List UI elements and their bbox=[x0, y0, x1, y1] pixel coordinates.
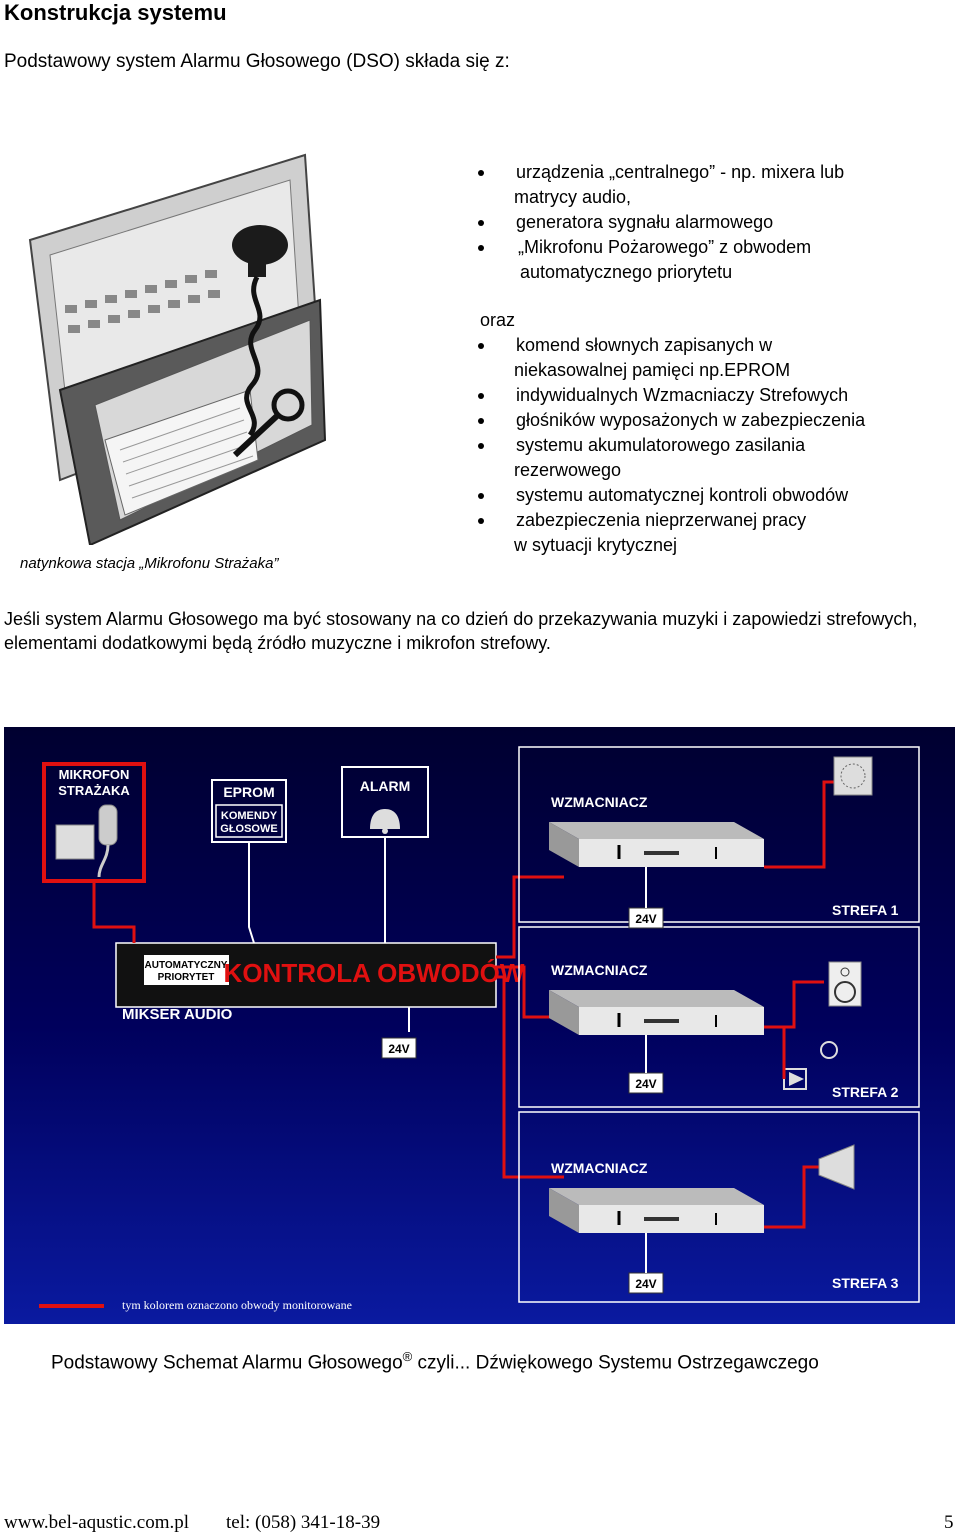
list-item: generatora sygnału alarmowego bbox=[516, 212, 774, 232]
list-item: matrycy audio, bbox=[514, 187, 632, 207]
list-item: niekasowalnej pamięci np.EPROM bbox=[514, 360, 791, 380]
microphone-icon bbox=[55, 804, 118, 878]
eprom-sub-1: KOMENDY bbox=[221, 810, 278, 822]
page-number: 5 bbox=[944, 1512, 954, 1533]
svg-text:24V: 24V bbox=[635, 1277, 656, 1291]
zone-3-label: STREFA 3 bbox=[832, 1275, 899, 1291]
battery-icon-zone-3: 24V bbox=[628, 1272, 664, 1294]
footer-url[interactable]: www.bel-aqustic.com.pl bbox=[4, 1512, 190, 1533]
horn-speaker-icon bbox=[818, 1144, 855, 1190]
list-item: zabezpieczenia nieprzerwanej pracy bbox=[516, 510, 807, 530]
svg-text:24V: 24V bbox=[388, 1042, 409, 1056]
list-item: komend słownych zapisanych w bbox=[516, 335, 773, 355]
figure-caption: Podstawowy Schemat Alarmu Głosowego® czy… bbox=[51, 1349, 819, 1374]
figure-caption-rest: czyli... Dźwiękowego Systemu Ostrzegawcz… bbox=[412, 1352, 819, 1374]
legend-text: tym kolorem oznaczono obwody monitorowan… bbox=[122, 1298, 352, 1312]
bullet-icon bbox=[478, 443, 484, 449]
eprom-label: EPROM bbox=[223, 784, 274, 800]
list-item: systemu akumulatorowego zasilania bbox=[516, 435, 806, 455]
list-item: głośników wyposażonych w zabezpieczenia bbox=[516, 410, 866, 430]
amp-label-2: WZMACNIACZ bbox=[551, 962, 648, 978]
bullet-icon bbox=[478, 343, 484, 349]
component-list: urządzenia „centralnego” - np. mixera lu… bbox=[0, 160, 960, 580]
mic-label-2: STRAŻAKA bbox=[58, 783, 130, 798]
bullet-icon bbox=[478, 493, 484, 499]
figure-caption-main: Podstawowy Schemat Alarmu Głosowego bbox=[51, 1352, 403, 1374]
zone-2-label: STREFA 2 bbox=[832, 1084, 899, 1100]
priority-label-1: AUTOMATYCZNY bbox=[145, 960, 228, 971]
list-item: automatycznego priorytetu bbox=[520, 262, 733, 282]
system-diagram: MIKROFON STRAŻAKA EPROM KOMENDY GŁOSOWE … bbox=[4, 727, 955, 1324]
intro-text: Podstawowy system Alarmu Głosowego (DSO)… bbox=[4, 51, 510, 72]
diagram-background bbox=[4, 727, 955, 1324]
list-item: urządzenia „centralnego” - np. mixera lu… bbox=[516, 162, 845, 182]
list-item: systemu automatycznej kontroli obwodów bbox=[516, 485, 849, 505]
box-speaker-icon bbox=[828, 961, 862, 1007]
bullet-icon bbox=[478, 518, 484, 524]
amp-label-3: WZMACNIACZ bbox=[551, 1160, 648, 1176]
bullet-icon bbox=[478, 220, 484, 226]
bell-icon bbox=[370, 809, 400, 834]
list-item: w sytuacji krytycznej bbox=[514, 535, 678, 555]
bullet-icon bbox=[478, 418, 484, 424]
zone-1-label: STREFA 1 bbox=[832, 902, 899, 918]
page-title: Konstrukcja systemu bbox=[4, 0, 227, 25]
amp-label-1: WZMACNIACZ bbox=[551, 794, 648, 810]
priority-label-2: PRIORYTET bbox=[158, 972, 215, 983]
list-item: oraz bbox=[480, 310, 516, 330]
control-label: KONTROLA OBWODÓW bbox=[224, 958, 525, 988]
amplifier-1 bbox=[549, 822, 764, 867]
mixer-label: MIKSER AUDIO bbox=[122, 1006, 233, 1023]
list-item: „Mikrofonu Pożarowego” z obwodem bbox=[518, 237, 812, 257]
bullet-icon bbox=[478, 245, 484, 251]
alarm-label: ALARM bbox=[360, 778, 411, 794]
battery-icon-zone-2: 24V bbox=[628, 1072, 664, 1094]
mic-label-1: MIKROFON bbox=[59, 767, 130, 782]
battery-icon-mixer: 24V bbox=[381, 1037, 417, 1059]
microphone-station-photo bbox=[20, 150, 330, 547]
list-item: indywidualnych Wzmacniaczy Strefowych bbox=[516, 385, 849, 405]
battery-icon-zone-1: 24V bbox=[628, 907, 664, 929]
amplifier-3 bbox=[549, 1188, 764, 1233]
amplifier-2 bbox=[549, 990, 764, 1035]
footer-tel: tel: (058) 341-18-39 bbox=[226, 1512, 381, 1533]
registered-mark: ® bbox=[402, 1349, 413, 1364]
svg-text:24V: 24V bbox=[635, 912, 656, 926]
usage-paragraph: Jeśli system Alarmu Głosowego ma być sto… bbox=[4, 609, 918, 653]
ceiling-speaker-icon bbox=[833, 756, 873, 796]
svg-text:24V: 24V bbox=[635, 1077, 656, 1091]
bullet-icon bbox=[478, 393, 484, 399]
list-item: rezerwowego bbox=[514, 460, 622, 480]
eprom-sub-2: GŁOSOWE bbox=[220, 823, 277, 835]
bullet-icon bbox=[478, 170, 484, 176]
photo-caption: natynkowa stacja „Mikrofonu Strażaka” bbox=[20, 555, 279, 572]
